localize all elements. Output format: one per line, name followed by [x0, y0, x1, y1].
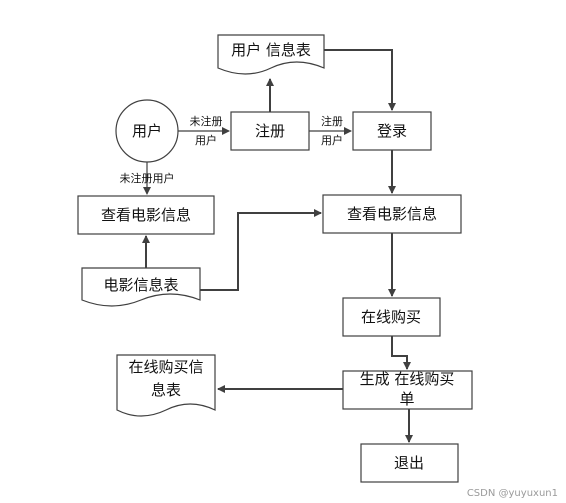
- user-info-table-doc: 用户 信息表: [217, 34, 325, 75]
- arrow-user-table-to-login: [324, 49, 396, 111]
- movie-info-table-label: 电影信息表: [103, 276, 178, 294]
- generate-order-label-line2: 单: [399, 390, 414, 408]
- edge-label-registered-line1: 注册: [321, 114, 343, 128]
- edge-label-unregistered-user: 未注册用户: [120, 171, 175, 185]
- edge-label-unregistered-line1: 未注册: [190, 114, 223, 128]
- buy-online-label: 在线购买: [361, 308, 421, 326]
- watermark-text: CSDN @yuyuxun1: [467, 488, 558, 499]
- view-movie-info-right-label: 查看电影信息: [347, 205, 437, 223]
- generate-order-label-line1: 生成 在线购买: [360, 370, 455, 388]
- exit-node: 退出: [360, 443, 459, 483]
- purchase-info-table-label-line2: 息表: [151, 381, 181, 399]
- purchase-info-table-doc: 在线购买信 息表: [116, 354, 216, 417]
- arrow-movie-table-to-view-movie-right: [200, 209, 322, 291]
- edge-label-unregistered-line2: 用户: [195, 133, 217, 147]
- generate-order-node: 生成 在线购买 单: [342, 370, 473, 410]
- register-node: 注册: [230, 111, 310, 151]
- view-movie-info-right-node: 查看电影信息: [322, 194, 462, 234]
- edge-label-registered-line2: 用户: [321, 133, 343, 147]
- register-label: 注册: [255, 122, 285, 140]
- exit-label: 退出: [394, 454, 424, 472]
- arrow-buy-to-generate-order: [391, 336, 411, 370]
- purchase-info-table-label-line1: 在线购买信: [128, 358, 203, 376]
- buy-online-node: 在线购买: [342, 297, 441, 337]
- movie-info-table-doc: 电影信息表: [81, 267, 201, 307]
- user-circle-node: 用户: [115, 99, 179, 163]
- view-movie-info-left-label: 查看电影信息: [101, 206, 191, 224]
- login-label: 登录: [377, 122, 407, 140]
- user-info-table-label: 用户 信息表: [231, 41, 311, 59]
- user-label: 用户: [132, 122, 162, 140]
- view-movie-info-left-node: 查看电影信息: [77, 195, 215, 235]
- login-node: 登录: [352, 111, 432, 151]
